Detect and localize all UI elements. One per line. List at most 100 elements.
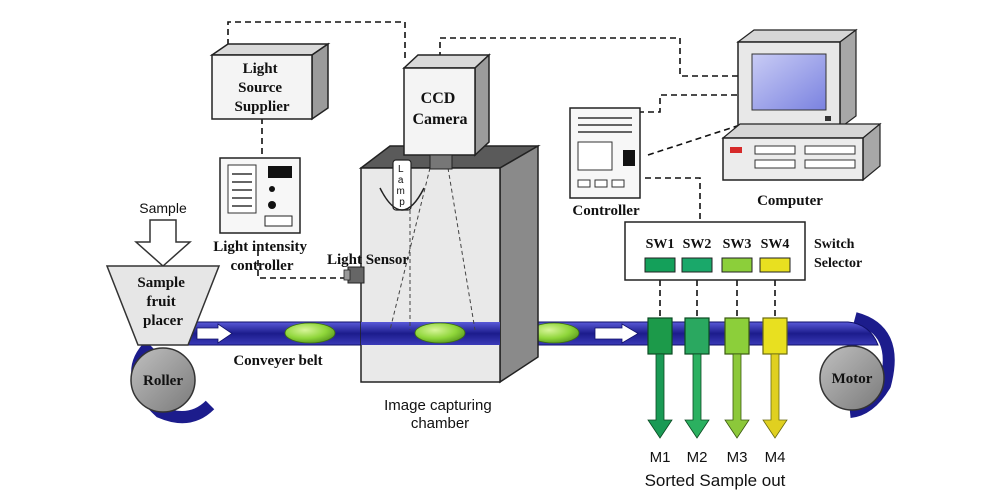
chamber-side bbox=[499, 144, 539, 384]
lamp-label-p: p bbox=[399, 197, 405, 208]
light-source-side bbox=[311, 42, 329, 121]
ccd-camera: CCD Camera bbox=[402, 53, 491, 170]
fruit-2 bbox=[414, 322, 466, 344]
sw1-label: SW1 bbox=[646, 237, 675, 252]
arrow-m4 bbox=[762, 353, 788, 439]
lamp-label-m: m bbox=[396, 186, 404, 197]
light-intensity-label: Light intensity controller bbox=[213, 239, 311, 274]
monitor-side bbox=[839, 28, 857, 130]
intensity-slot bbox=[264, 215, 293, 227]
sw4-label: SW4 bbox=[761, 237, 790, 252]
controller-key-3 bbox=[611, 179, 625, 188]
wire-controller-to-computer-2 bbox=[647, 124, 741, 156]
sorted-sample-out-label: Sorted Sample out bbox=[645, 471, 786, 490]
intensity-display bbox=[268, 166, 292, 178]
placer-label-line-1: Sample bbox=[137, 275, 185, 291]
roller-label: Roller bbox=[143, 373, 183, 389]
wire-light-source-to-camera bbox=[227, 21, 406, 62]
chamber-label-line-1: Image capturing bbox=[384, 397, 492, 414]
monitor-screen bbox=[751, 53, 827, 111]
belt-arrow-1 bbox=[196, 323, 233, 344]
sorting-gates bbox=[647, 317, 788, 355]
wiring bbox=[227, 21, 776, 318]
controller-indicator bbox=[623, 150, 635, 166]
motor-wheel bbox=[819, 345, 885, 411]
sample-fruit-placer: Sample fruit placer bbox=[105, 265, 221, 346]
fruit-1 bbox=[284, 322, 336, 344]
switch-selector: SW1 SW2 SW3 SW4 Switch Selector bbox=[624, 221, 862, 281]
output-arrows bbox=[647, 353, 788, 439]
sw1-switch bbox=[644, 257, 676, 273]
lamp-label: L a m p bbox=[396, 164, 407, 208]
computer: Computer bbox=[721, 28, 882, 209]
light-intensity-label-line-1: Light intensity bbox=[213, 239, 307, 255]
m3-label: M3 bbox=[727, 449, 748, 466]
wire-controller-to-computer bbox=[638, 94, 745, 113]
controller-label: Controller bbox=[572, 203, 640, 219]
chamber-label-line-2: chamber bbox=[411, 415, 469, 432]
switch-selector-label-line-1: Switch bbox=[814, 237, 855, 252]
placer-label: Sample fruit placer bbox=[137, 275, 188, 329]
light-source-label-line-1: Light bbox=[243, 61, 278, 77]
arrow-m2 bbox=[684, 353, 710, 439]
light-intensity-label-line-2: controller bbox=[230, 258, 293, 274]
sample-label: Sample bbox=[139, 200, 187, 216]
lamp-label-l: L bbox=[398, 164, 404, 175]
light-source-front bbox=[211, 54, 313, 120]
controller: Controller bbox=[569, 107, 641, 219]
view-cone-right bbox=[447, 167, 476, 331]
controller-screen bbox=[577, 141, 613, 171]
belt-arrow-2 bbox=[594, 323, 639, 344]
motor: Motor bbox=[819, 312, 895, 418]
light-source-supplier: Light Source Supplier bbox=[209, 42, 331, 121]
monitor-button bbox=[825, 116, 831, 121]
wire-controller-to-switch bbox=[645, 177, 701, 222]
gate-3 bbox=[724, 317, 750, 355]
arrow-m3 bbox=[724, 353, 750, 439]
light-sensor-label: Light Sensor bbox=[327, 252, 409, 268]
placer-label-line-2: fruit bbox=[147, 294, 176, 310]
light-sensor: Light Sensor bbox=[327, 252, 409, 284]
sample-input: Sample bbox=[134, 200, 192, 268]
light-sensor-lens bbox=[343, 269, 351, 281]
light-source-label-line-2: Source bbox=[238, 80, 282, 96]
m2-label: M2 bbox=[687, 449, 708, 466]
pc-power-led bbox=[730, 147, 742, 153]
m1-label: M1 bbox=[650, 449, 671, 466]
wire-camera-to-computer bbox=[439, 37, 745, 77]
m4-label: M4 bbox=[765, 449, 786, 466]
switch-selector-label-line-2: Selector bbox=[814, 256, 862, 271]
sw4-switch bbox=[759, 257, 791, 273]
camera-side bbox=[474, 53, 490, 157]
conveyer-belt-label: Conveyer belt bbox=[233, 353, 322, 369]
output-labels: M1 M2 M3 M4 Sorted Sample out bbox=[645, 449, 786, 490]
pc-drive-4 bbox=[804, 159, 856, 169]
monitor-top bbox=[736, 29, 858, 43]
switch-selector-label: Switch Selector bbox=[814, 237, 862, 271]
gate-4 bbox=[762, 317, 788, 355]
light-intensity-controller: Light intensity controller bbox=[213, 157, 311, 274]
camera-front bbox=[403, 67, 476, 156]
controller-key-1 bbox=[577, 179, 591, 188]
light-source-top bbox=[209, 43, 331, 56]
arrow-m1 bbox=[647, 353, 673, 439]
light-source-label-line-3: Supplier bbox=[234, 99, 289, 115]
motor-label: Motor bbox=[832, 371, 873, 387]
pc-drive-3 bbox=[804, 145, 856, 155]
roller-wheel bbox=[130, 347, 196, 413]
pc-base-front bbox=[722, 137, 864, 181]
ccd-camera-label-line-1: CCD bbox=[421, 90, 456, 107]
pc-drive-1 bbox=[754, 145, 796, 155]
sw3-switch bbox=[721, 257, 753, 273]
wire-intensity-to-sensor bbox=[257, 250, 345, 279]
placer-hopper bbox=[105, 265, 221, 346]
pc-base-top bbox=[721, 123, 882, 139]
light-source-label: Light Source Supplier bbox=[234, 61, 289, 115]
computer-label: Computer bbox=[757, 193, 823, 209]
ccd-camera-label-line-2: Camera bbox=[412, 111, 467, 128]
sample-arrow-down bbox=[134, 219, 192, 268]
controller-key-2 bbox=[594, 179, 608, 188]
placer-label-line-3: placer bbox=[143, 313, 183, 329]
sw3-label: SW3 bbox=[723, 237, 752, 252]
